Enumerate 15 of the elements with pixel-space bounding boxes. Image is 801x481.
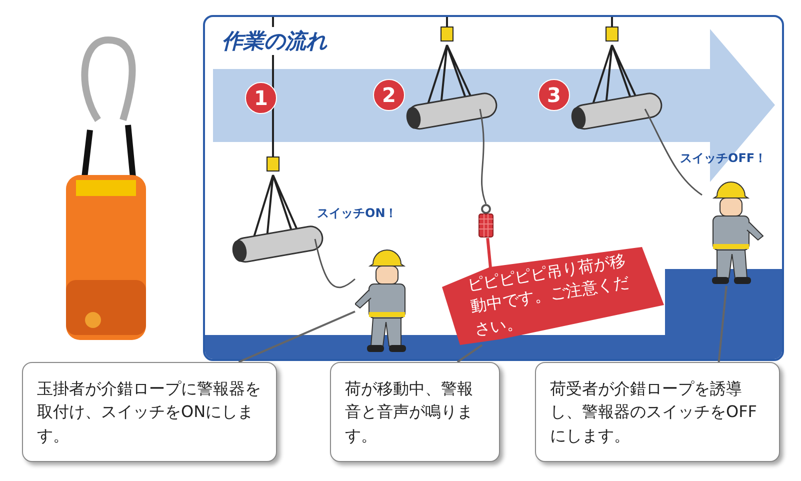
callout-tail bbox=[456, 344, 483, 363]
callout-text: 荷が移動中、警報音と音声が鳴ります。 bbox=[344, 378, 474, 447]
callout-box bbox=[535, 362, 780, 462]
alarm-box-drawing bbox=[476, 204, 496, 238]
callout-tail bbox=[238, 310, 356, 363]
switch-label: スイッチON！ bbox=[317, 205, 398, 222]
speech-bubble bbox=[442, 247, 664, 345]
callout-box bbox=[22, 362, 277, 462]
workflow-panel bbox=[203, 15, 784, 361]
callout-text: 玉掛者が介錯ロープに警報器を取付け、スイッチをONにします。 bbox=[36, 378, 262, 447]
callout-text: 荷受者が介錯ロープを誘導し、警報器のスイッチをOFFにします。 bbox=[549, 378, 758, 447]
callout-box bbox=[330, 362, 500, 462]
callout-tail bbox=[718, 286, 728, 362]
switch-label: スイッチOFF！ bbox=[680, 150, 767, 167]
warning-message: ピピピピピ吊り荷が移動中です。ご注意ください。 bbox=[466, 250, 632, 341]
